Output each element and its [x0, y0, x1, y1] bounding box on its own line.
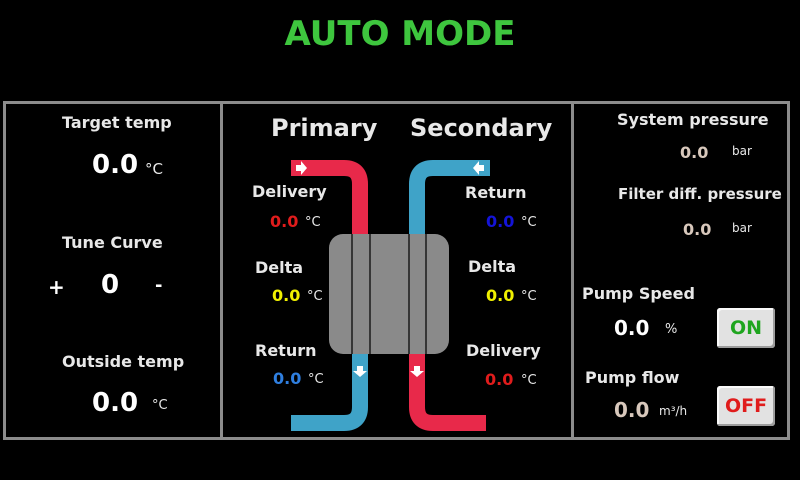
pump-on-button[interactable]: ON	[717, 308, 775, 348]
primary-delta-value: 0.0	[272, 286, 301, 305]
target-temp-label: Target temp	[62, 113, 172, 132]
primary-delivery-unit: °C	[305, 215, 321, 230]
primary-delta-label: Delta	[255, 258, 304, 277]
primary-delivery-label: Delivery	[252, 182, 327, 201]
tune-curve-value: 0	[101, 270, 120, 300]
secondary-delivery-label: Delivery	[466, 341, 541, 360]
secondary-return-pipe	[409, 160, 490, 236]
pump-speed-unit: %	[665, 322, 678, 337]
secondary-header: Secondary	[410, 114, 553, 142]
primary-return-unit: °C	[308, 372, 324, 387]
arrow-right-icon	[296, 161, 307, 175]
target-temp-value[interactable]: 0.0	[92, 150, 139, 180]
secondary-delivery-value: 0.0	[485, 370, 514, 389]
secondary-delta-value: 0.0	[486, 286, 515, 305]
tune-curve-label: Tune Curve	[62, 233, 163, 252]
outside-temp-label: Outside temp	[62, 352, 185, 371]
system-pressure-value: 0.0	[680, 143, 709, 162]
primary-return-label: Return	[255, 341, 317, 360]
secondary-delivery-pipe	[409, 352, 486, 431]
filter-diff-pressure-value: 0.0	[683, 220, 712, 239]
primary-return-pipe	[291, 352, 368, 431]
system-pressure-unit: bar	[732, 144, 752, 158]
primary-return-value: 0.0	[273, 369, 302, 388]
pump-flow-value: 0.0	[614, 398, 650, 422]
secondary-delivery-unit: °C	[521, 373, 537, 388]
tune-minus-button[interactable]: -	[155, 275, 163, 296]
secondary-return-value: 0.0	[486, 212, 515, 231]
tune-plus-button[interactable]: +	[48, 275, 65, 299]
primary-delivery-pipe	[291, 160, 368, 236]
filter-diff-pressure-unit: bar	[732, 221, 752, 235]
page-title: AUTO MODE	[284, 14, 516, 54]
outside-temp-value: 0.0	[92, 388, 139, 418]
arrow-left-icon	[473, 161, 484, 175]
secondary-return-unit: °C	[521, 215, 537, 230]
secondary-delta-label: Delta	[468, 257, 517, 276]
primary-delivery-value: 0.0	[270, 212, 299, 231]
system-pressure-label: System pressure	[617, 110, 769, 129]
pump-speed-value: 0.0	[614, 316, 650, 340]
heat-exchanger-body	[329, 234, 449, 354]
primary-delta-unit: °C	[307, 289, 323, 304]
primary-header: Primary	[271, 114, 378, 142]
pump-off-button[interactable]: OFF	[717, 386, 775, 426]
secondary-return-label: Return	[465, 183, 527, 202]
target-temp-unit: °C	[145, 160, 163, 178]
filter-diff-pressure-label: Filter diff. pressure	[618, 185, 782, 203]
pump-speed-label: Pump Speed	[582, 284, 695, 303]
pump-flow-label: Pump flow	[585, 368, 680, 387]
right-panel	[571, 101, 790, 440]
arrow-down-icon	[353, 366, 367, 377]
outside-temp-unit: °C	[152, 398, 168, 413]
secondary-delta-unit: °C	[521, 289, 537, 304]
arrow-down-icon	[410, 366, 424, 377]
pump-flow-unit: m³/h	[659, 404, 688, 418]
